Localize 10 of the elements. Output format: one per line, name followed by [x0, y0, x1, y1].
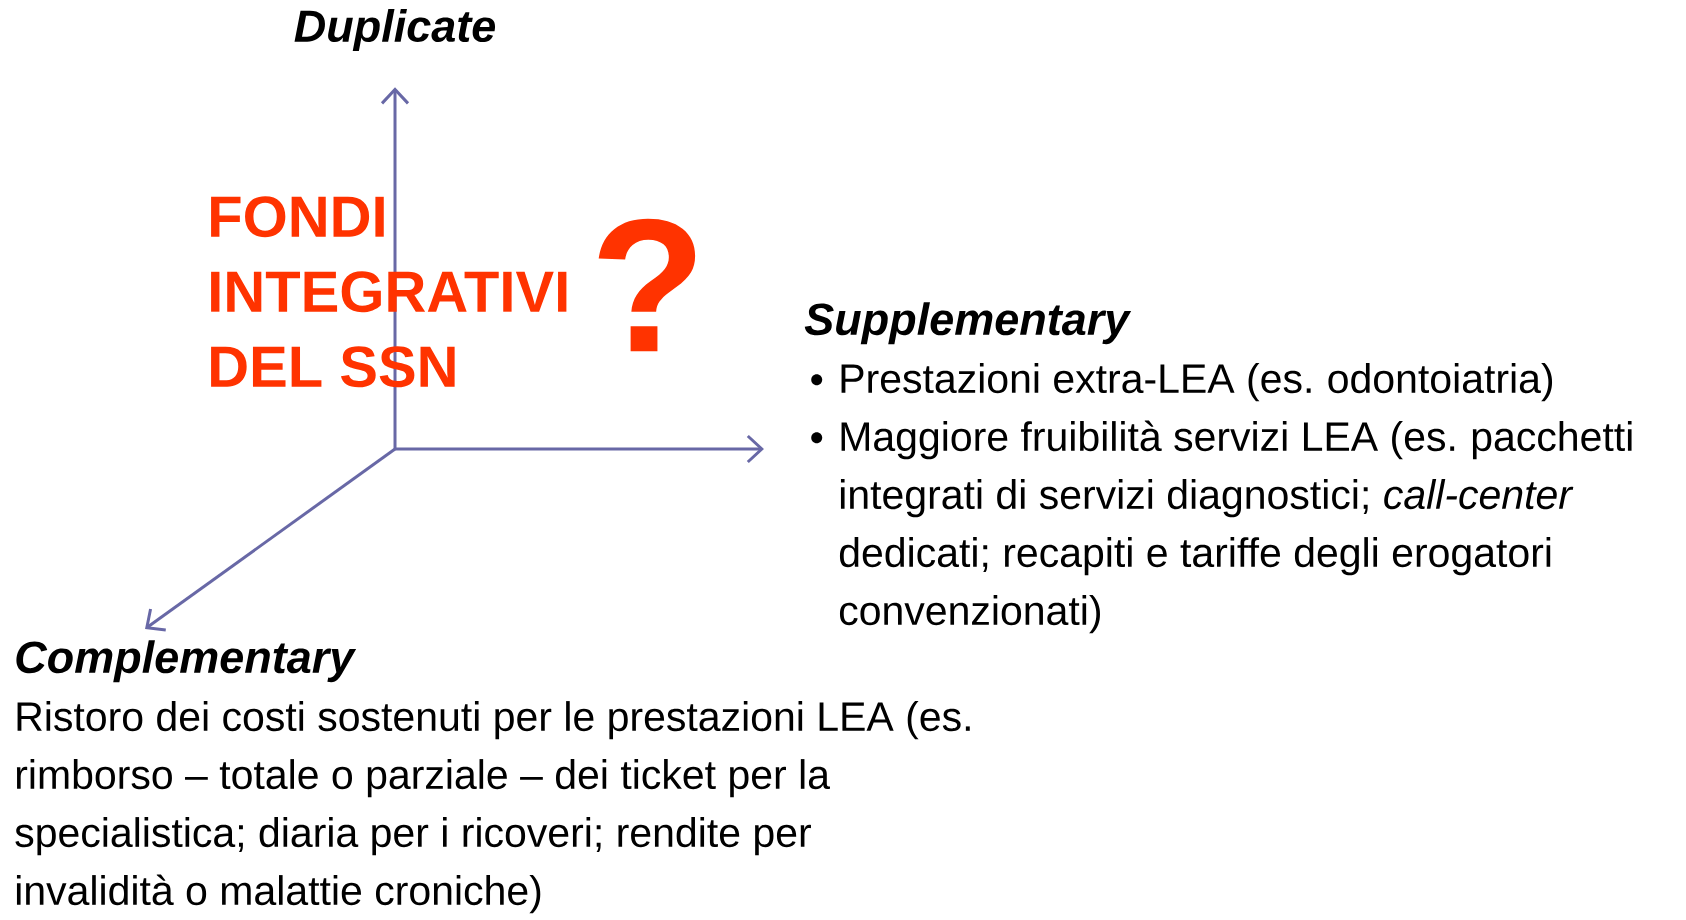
- axis-title: Duplicate: [294, 9, 496, 51]
- axis-arrow: [145, 447, 396, 632]
- axis-title: Supplementary: [804, 302, 1132, 345]
- description-text: Ristoro dei costi sostenuti per le prestazioni LEA (es. rimborso – totale o parziale – dei ticket per la specialistica; diaria per i ricoveri; rendite per invalidità o malattie croniche): [15, 701, 970, 914]
- bullet-text: Maggiore fruibilità servizi LEA (es. pacchetti integrati di servizi diagnostici; call-center dedicati; recapiti e tariffe degli erogatori convenzionati): [839, 420, 1632, 634]
- bullet-text: Prestazioni extra-LEA (es. odontoiatria): [841, 363, 1553, 402]
- axis-title: Complementary: [16, 640, 357, 683]
- axis-arrow: [395, 434, 764, 464]
- axis-arrow: [380, 87, 410, 449]
- question-mark: ?: [598, 218, 696, 352]
